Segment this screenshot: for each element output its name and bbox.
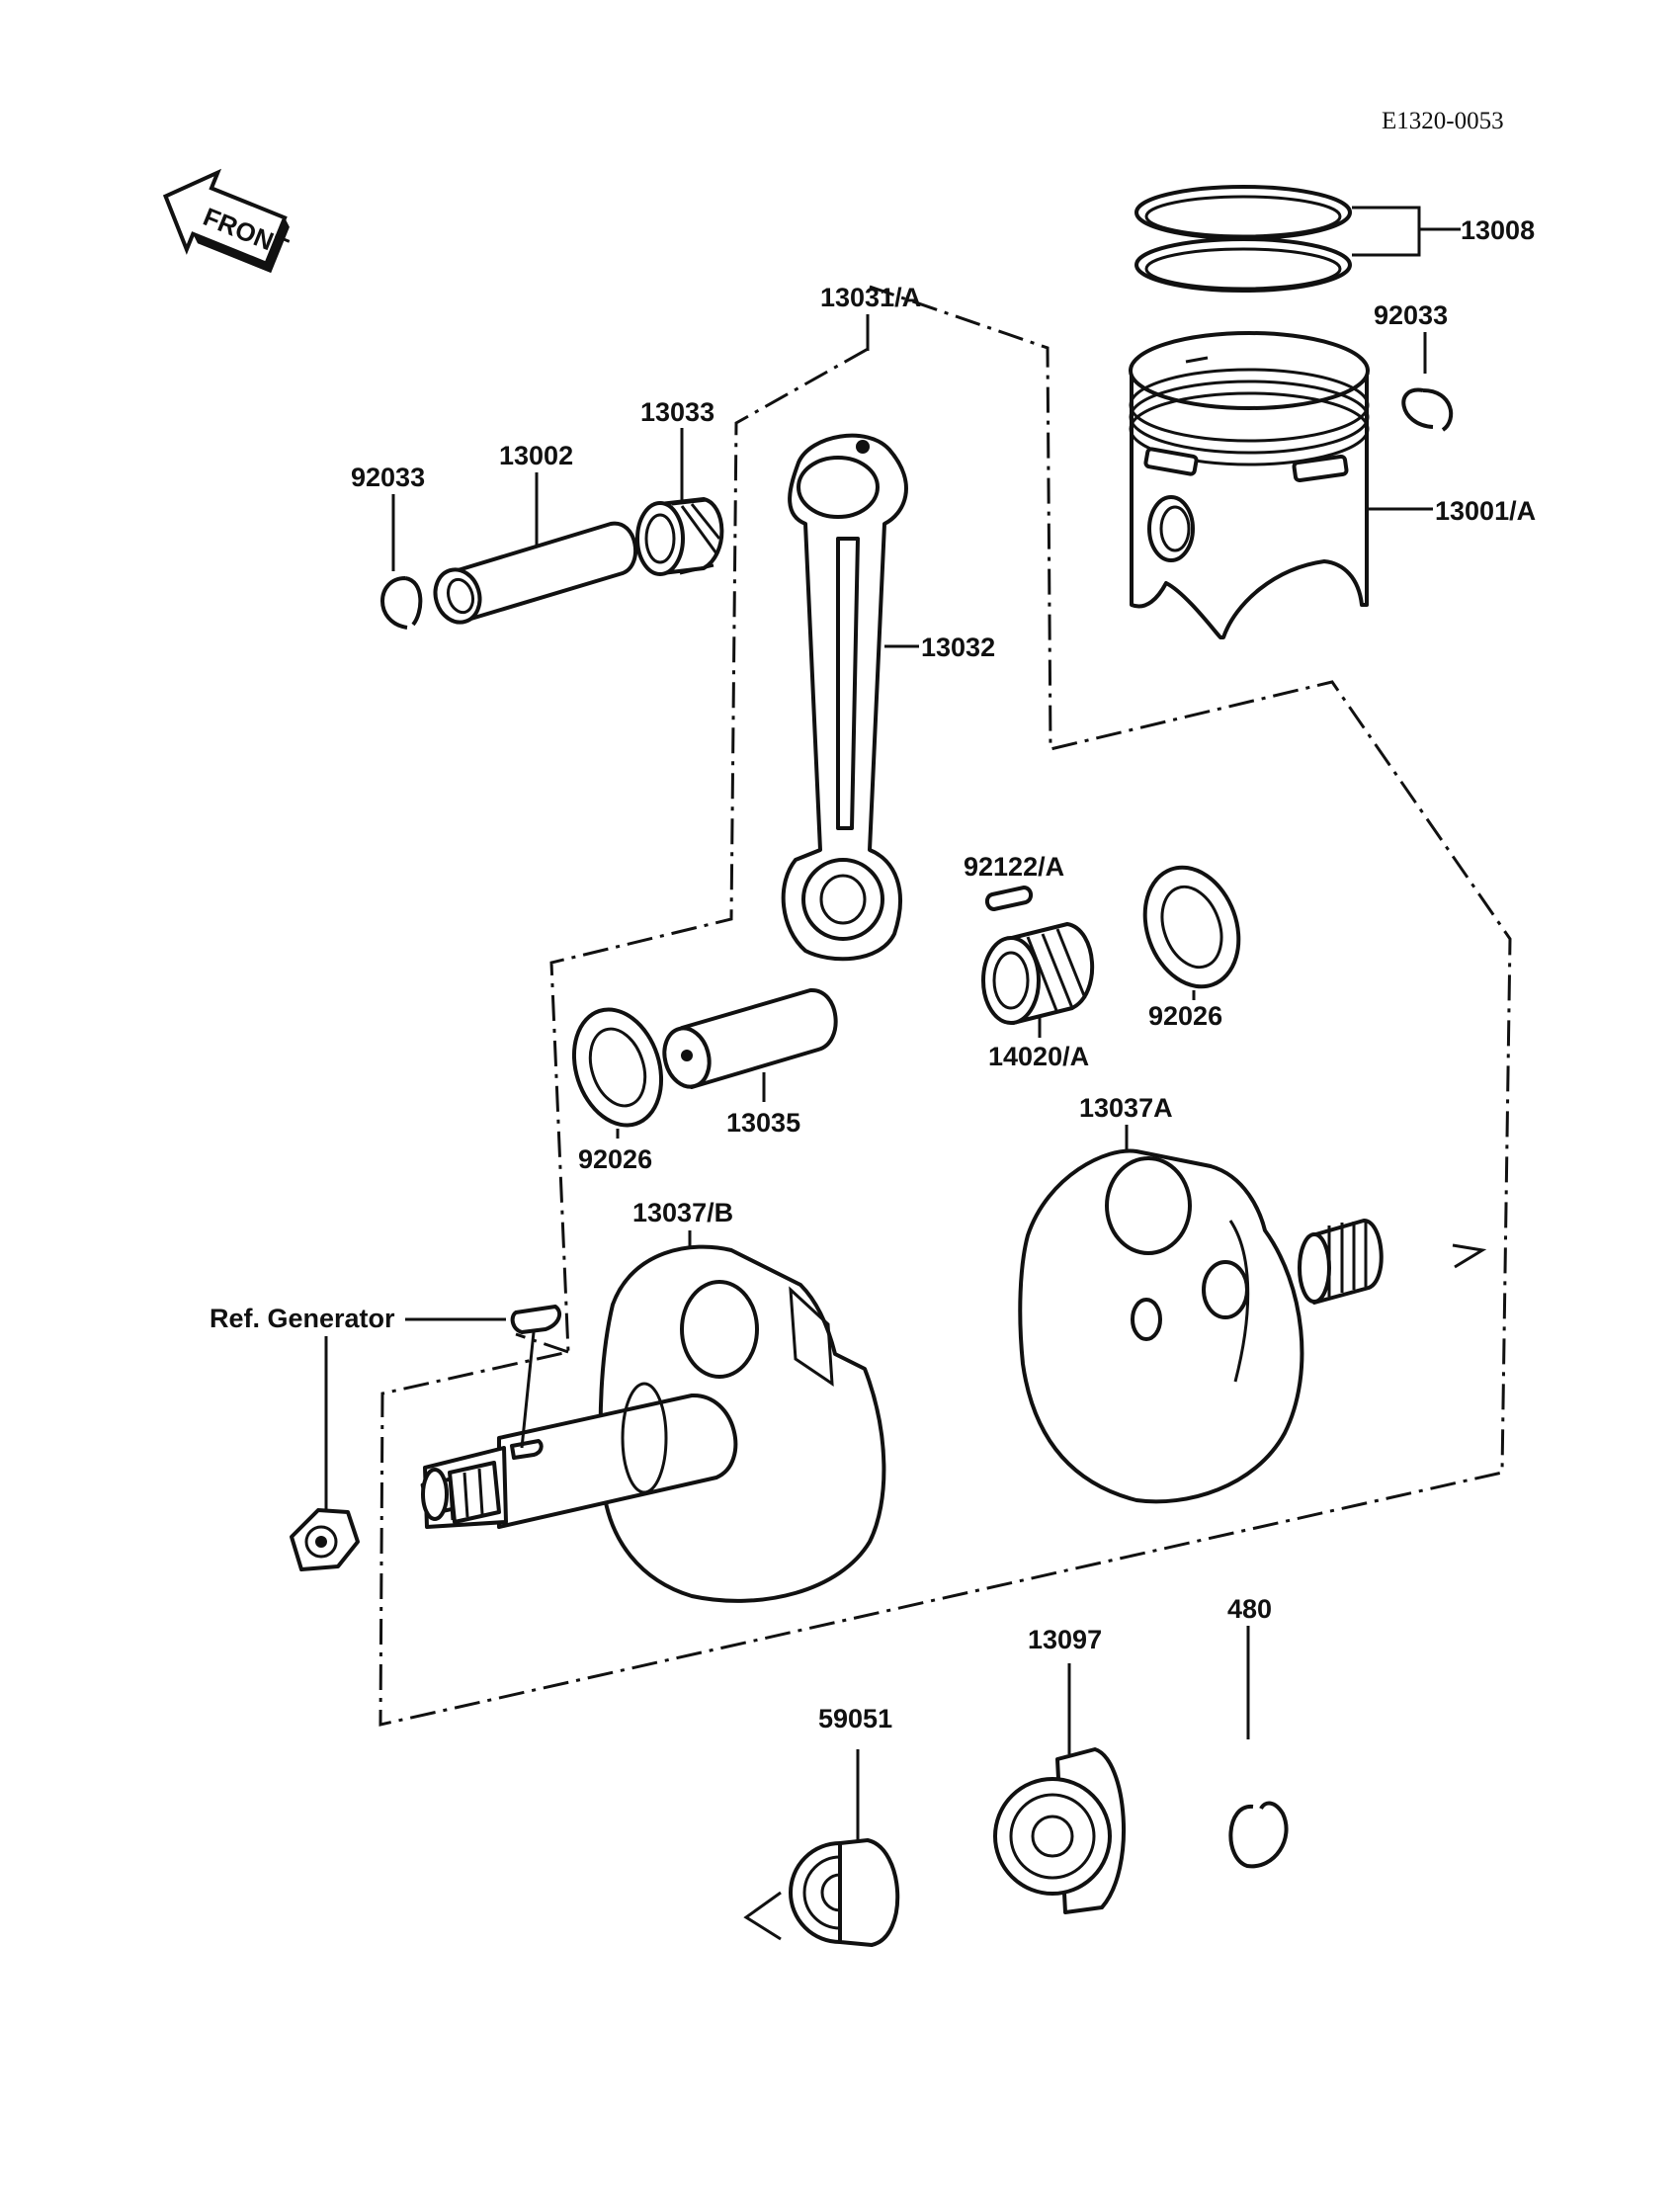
woodruff-key [510, 1305, 562, 1334]
piston-pin-bearing [635, 497, 724, 576]
piston [1129, 331, 1370, 639]
bearing-pin [985, 886, 1033, 911]
washer-right [1142, 865, 1241, 989]
label-13008: 13008 [1461, 215, 1535, 245]
washer-left [571, 1007, 664, 1128]
piston-clip-left [380, 576, 423, 630]
label-14020-A: 14020/A [988, 1042, 1089, 1071]
assembly-outline [378, 285, 1512, 1727]
piston-rings [1134, 185, 1352, 293]
label-13097: 13097 [1028, 1625, 1102, 1654]
label-92026-right: 92026 [1148, 1001, 1222, 1031]
label-92122-A: 92122/A [964, 852, 1064, 882]
piston-pin [433, 521, 638, 625]
front-arrow-icon: FRONT [162, 168, 293, 274]
primary-gear [743, 1838, 900, 1947]
diagram-code: E1320-0053 [1382, 108, 1504, 134]
label-92033-left: 92033 [351, 463, 425, 492]
label-13037-B: 13037/B [632, 1198, 733, 1227]
label-13035: 13035 [726, 1108, 800, 1138]
circlip [1228, 1801, 1289, 1869]
label-13001-A: 13001/A [1435, 496, 1536, 526]
crankpin [662, 987, 838, 1089]
needle-bearing [981, 922, 1094, 1025]
label-92033-right: 92033 [1374, 300, 1448, 330]
crankshaft-right-half [1018, 1148, 1487, 1504]
label-480: 480 [1227, 1594, 1272, 1624]
crankshaft-left-half [420, 1244, 886, 1603]
label-13033: 13033 [640, 397, 714, 427]
balancer-gear [993, 1747, 1126, 1914]
crankshaft-nut [290, 1508, 360, 1571]
label-13037A: 13037A [1079, 1093, 1173, 1123]
label-ref-generator: Ref. Generator [210, 1304, 395, 1333]
label-59051: 59051 [818, 1704, 892, 1733]
label-13032: 13032 [921, 633, 995, 662]
connecting-rod [781, 433, 908, 962]
label-92026-left: 92026 [578, 1144, 652, 1174]
piston-clip-right [1401, 387, 1454, 432]
label-13031-A: 13031/A [820, 283, 921, 312]
label-13002: 13002 [499, 441, 573, 470]
